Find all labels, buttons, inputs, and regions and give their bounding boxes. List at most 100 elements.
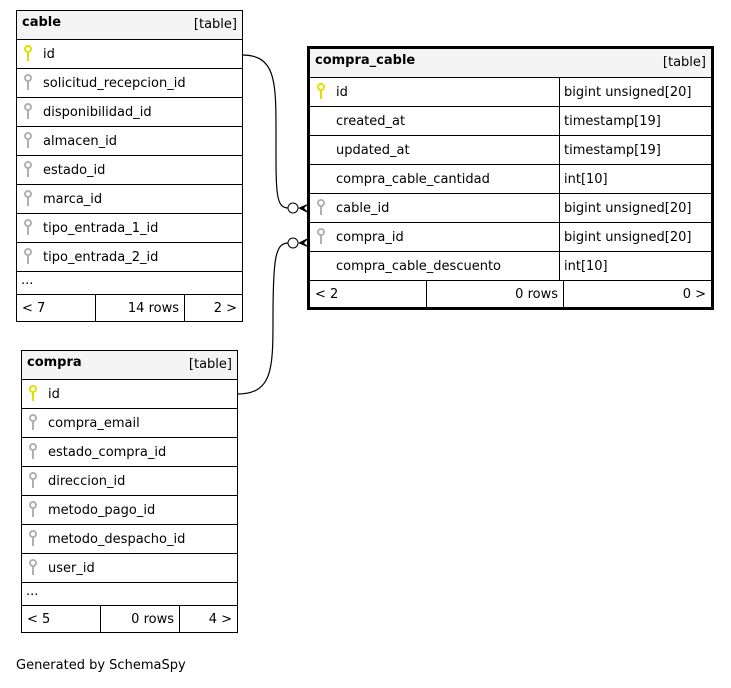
- column-name: metodo_despacho_id: [48, 531, 186, 547]
- foreign-key-icon: [23, 74, 33, 92]
- foreign-key-icon: [23, 161, 33, 179]
- column-name: cable_id: [336, 200, 390, 216]
- column-name-cell: compra_cable_cantidad: [310, 165, 559, 193]
- column-name-cell: id: [22, 380, 237, 408]
- optional-circle-cable: [287, 202, 299, 214]
- generated-by-label: Generated by SchemaSpy: [16, 658, 186, 673]
- primary-key-icon: [23, 45, 33, 63]
- foreign-key-icon: [23, 132, 33, 150]
- column-row[interactable]: almacen_id: [17, 127, 242, 156]
- column-type: int[10]: [559, 165, 711, 193]
- column-name-cell: created_at: [310, 107, 559, 135]
- column-row[interactable]: marca_id: [17, 185, 242, 214]
- foreign-key-icon: [316, 199, 326, 217]
- column-name: id: [48, 386, 60, 402]
- no-key-spacer: [316, 112, 326, 130]
- table-kind: [table]: [188, 357, 232, 372]
- column-name: id: [336, 84, 348, 100]
- column-row[interactable]: id: [17, 40, 242, 69]
- column-name: tipo_entrada_2_id: [43, 249, 159, 265]
- column-row[interactable]: metodo_pago_id: [22, 496, 237, 525]
- table-header[interactable]: compra_cable [table]: [310, 49, 711, 78]
- parents-count[interactable]: < 2: [315, 286, 339, 302]
- column-type: timestamp[19]: [559, 136, 711, 164]
- column-name: compra_email: [48, 415, 140, 431]
- table-compra-cable[interactable]: compra_cable [table] id bigint unsigned[20]…: [307, 46, 714, 310]
- foreign-key-icon: [28, 501, 38, 519]
- column-name-cell: metodo_pago_id: [22, 496, 237, 524]
- primary-key-icon: [28, 385, 38, 403]
- column-row[interactable]: disponibilidad_id: [17, 98, 242, 127]
- foreign-key-icon: [28, 530, 38, 548]
- column-row[interactable]: estado_compra_id: [22, 438, 237, 467]
- parents-count[interactable]: < 5: [27, 611, 51, 627]
- column-name: created_at: [336, 113, 406, 129]
- no-key-spacer: [316, 170, 326, 188]
- foreign-key-icon: [316, 228, 326, 246]
- column-row[interactable]: solicitud_recepcion_id: [17, 69, 242, 98]
- column-name: updated_at: [336, 142, 410, 158]
- column-row[interactable]: cable_id bigint unsigned[20]: [310, 194, 711, 223]
- foreign-key-icon: [28, 414, 38, 432]
- column-name-cell: almacen_id: [17, 127, 242, 155]
- column-name-cell: direccion_id: [22, 467, 237, 495]
- column-row[interactable]: direccion_id: [22, 467, 237, 496]
- optional-circle-compra: [287, 237, 299, 249]
- column-name-cell: marca_id: [17, 185, 242, 213]
- column-name-cell: estado_compra_id: [22, 438, 237, 466]
- table-name[interactable]: cable: [22, 15, 62, 30]
- row-count: 0 rows: [426, 281, 563, 307]
- column-row[interactable]: metodo_despacho_id: [22, 525, 237, 554]
- table-header[interactable]: cable[table]: [17, 11, 242, 40]
- table-kind: [table]: [662, 55, 706, 70]
- table-name[interactable]: compra_cable: [315, 53, 416, 68]
- column-row[interactable]: tipo_entrada_1_id: [17, 214, 242, 243]
- column-type: bigint unsigned[20]: [559, 78, 711, 106]
- parents-count[interactable]: < 7: [22, 300, 46, 316]
- column-row[interactable]: id bigint unsigned[20]: [310, 78, 711, 107]
- column-name-cell: updated_at: [310, 136, 559, 164]
- foreign-key-icon: [23, 219, 33, 237]
- column-name-cell: estado_id: [17, 156, 242, 184]
- column-row[interactable]: id: [22, 380, 237, 409]
- row-count: 0 rows: [100, 606, 179, 632]
- column-name: marca_id: [43, 191, 103, 207]
- more-columns[interactable]: ...: [22, 583, 237, 606]
- column-name-cell: compra_id: [310, 223, 559, 251]
- table-name[interactable]: compra: [27, 355, 82, 370]
- column-name-cell: solicitud_recepcion_id: [17, 69, 242, 97]
- foreign-key-icon: [28, 559, 38, 577]
- column-row[interactable]: updated_at timestamp[19]: [310, 136, 711, 165]
- column-name-cell: tipo_entrada_1_id: [17, 214, 242, 242]
- column-type: bigint unsigned[20]: [559, 194, 711, 222]
- column-row[interactable]: compra_email: [22, 409, 237, 438]
- column-name-cell: tipo_entrada_2_id: [17, 243, 242, 271]
- column-row[interactable]: user_id: [22, 554, 237, 583]
- table-compra[interactable]: compra [table] id compra_email estado_compra…: [21, 350, 238, 633]
- children-count[interactable]: 0 >: [563, 281, 711, 307]
- column-name-cell: compra_email: [22, 409, 237, 437]
- column-row[interactable]: tipo_entrada_2_id: [17, 243, 242, 272]
- table-header[interactable]: compra [table]: [22, 351, 237, 380]
- children-count[interactable]: 4 >: [179, 606, 237, 632]
- children-count[interactable]: 2 >: [184, 295, 242, 321]
- foreign-key-icon: [23, 190, 33, 208]
- more-columns[interactable]: ...: [17, 272, 242, 295]
- column-row[interactable]: created_at timestamp[19]: [310, 107, 711, 136]
- column-type: timestamp[19]: [559, 107, 711, 135]
- foreign-key-icon: [23, 248, 33, 266]
- column-type: bigint unsigned[20]: [559, 223, 711, 251]
- column-name-cell: id: [17, 40, 242, 68]
- column-name: estado_id: [43, 162, 106, 178]
- column-row[interactable]: estado_id: [17, 156, 242, 185]
- column-name: estado_compra_id: [48, 444, 167, 460]
- column-name-cell: user_id: [22, 554, 237, 582]
- column-name: id: [43, 46, 55, 62]
